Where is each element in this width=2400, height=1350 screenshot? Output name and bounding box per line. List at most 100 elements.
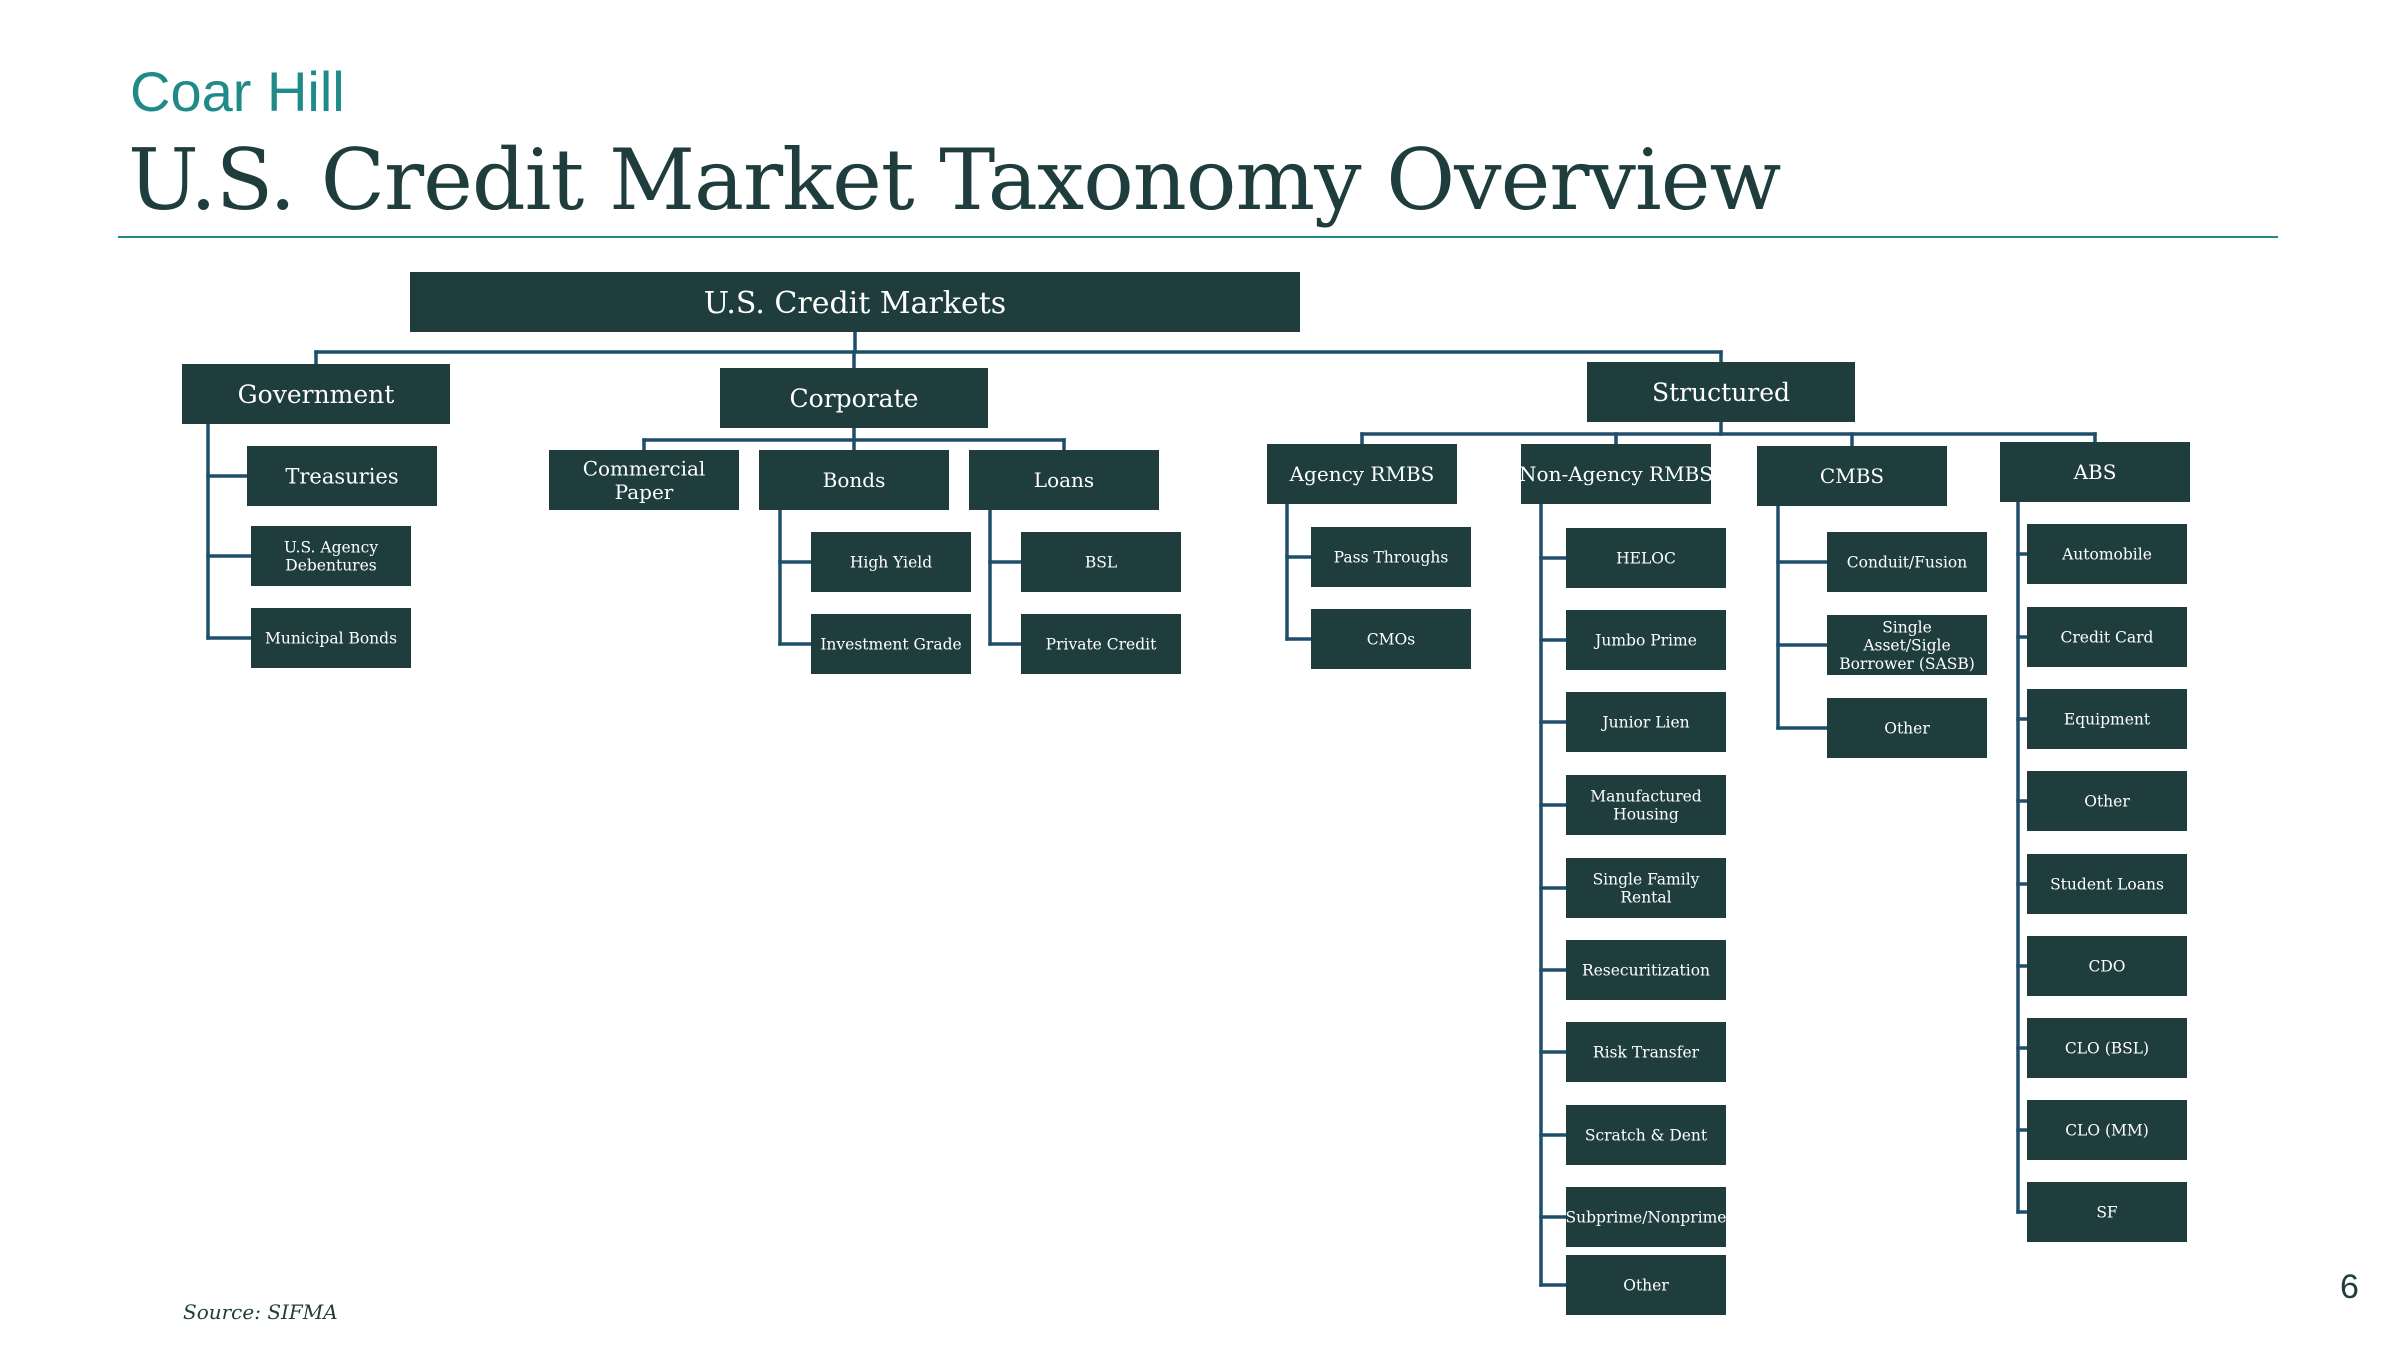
node-label: U.S. Credit Markets: [704, 286, 1006, 321]
node-risk-transfer: Risk Transfer: [1566, 1022, 1726, 1082]
node-label: High Yield: [850, 554, 932, 572]
node-label: Loans: [1034, 468, 1094, 492]
node-label: Pass Throughs: [1334, 549, 1449, 567]
node-label: CLO (BSL): [2065, 1040, 2149, 1058]
node-box: [1566, 775, 1726, 835]
node-box: [182, 364, 450, 424]
title-divider: [118, 236, 2278, 238]
node-investment-grade: Investment Grade: [811, 614, 971, 674]
node-label: CMOs: [1367, 631, 1415, 649]
connector-lines: [206, 330, 2097, 1287]
node-box: [811, 614, 971, 674]
node-label: Government: [238, 380, 395, 409]
page-title: U.S. Credit Market Taxonomy Overview: [128, 131, 1781, 229]
node-box: [811, 532, 971, 592]
node-root: U.S. Credit Markets: [410, 272, 1300, 332]
node-box: [251, 608, 411, 668]
node-box: [1566, 1105, 1726, 1165]
node-resecuritization: Resecuritization: [1566, 940, 1726, 1000]
node-box: [1566, 940, 1726, 1000]
node-label: Private Credit: [1046, 636, 1157, 654]
node-heloc: HELOC: [1566, 528, 1726, 588]
node-label: Student Loans: [2050, 876, 2164, 894]
node-label: Treasuries: [285, 465, 398, 489]
node-label: CLO (MM): [2065, 1122, 2149, 1140]
node-label: Conduit/Fusion: [1847, 554, 1967, 572]
node-cdo: CDO: [2027, 936, 2187, 996]
node-box: [2027, 771, 2187, 831]
node-cmos: CMOs: [1311, 609, 1471, 669]
node-box: [2000, 442, 2190, 502]
node-box: [251, 526, 411, 586]
node-box: [2027, 1182, 2187, 1242]
node-label: Bonds: [823, 468, 886, 492]
node-box: [2027, 689, 2187, 749]
node-subprime-nonprime: Subprime/Nonprime: [1566, 1187, 1726, 1247]
node-box: [1566, 528, 1726, 588]
node-sf: SF: [2027, 1182, 2187, 1242]
node-other: Other: [2027, 771, 2187, 831]
node-box: [1311, 609, 1471, 669]
node-label: Agency RMBS: [1289, 462, 1435, 486]
node-bonds: Bonds: [759, 450, 949, 510]
node-other: Other: [1566, 1255, 1726, 1315]
node-non-agency-rmbs: Non-Agency RMBS: [1519, 444, 1713, 504]
node-label: Automobile: [2061, 546, 2152, 564]
node-jumbo-prime: Jumbo Prime: [1566, 610, 1726, 670]
node-box: [1521, 444, 1711, 504]
node-equipment: Equipment: [2027, 689, 2187, 749]
node-high-yield: High Yield: [811, 532, 971, 592]
node-box: [1566, 1187, 1726, 1247]
node-label: Municipal Bonds: [265, 630, 397, 648]
node-pass-throughs: Pass Throughs: [1311, 527, 1471, 587]
node-label: Equipment: [2064, 711, 2151, 729]
node-private-credit: Private Credit: [1021, 614, 1181, 674]
node-box: [1566, 1022, 1726, 1082]
node-box: [1267, 444, 1457, 504]
node-label: ABS: [2073, 460, 2117, 484]
node-automobile: Automobile: [2027, 524, 2187, 584]
node-box: [549, 450, 739, 510]
node-box: [1021, 614, 1181, 674]
page-number: 6: [2340, 1268, 2359, 1306]
node-student-loans: Student Loans: [2027, 854, 2187, 914]
node-label: Junior Lien: [1600, 714, 1689, 732]
node-government: Government: [182, 364, 450, 424]
node-label: Credit Card: [2061, 629, 2154, 647]
node-box: [1566, 692, 1726, 752]
node-loans: Loans: [969, 450, 1159, 510]
node-label: Resecuritization: [1582, 962, 1710, 980]
node-abs: ABS: [2000, 442, 2190, 502]
node-label: Jumbo Prime: [1593, 632, 1697, 650]
node-clo-bsl: CLO (BSL): [2027, 1018, 2187, 1078]
node-label: HELOC: [1616, 550, 1676, 568]
node-label: Other: [1884, 720, 1930, 738]
node-box: [2027, 854, 2187, 914]
node-box: [1757, 446, 1947, 506]
node-box: [1587, 362, 1855, 422]
node-other: Other: [1827, 698, 1987, 758]
node-box: [1827, 615, 1987, 675]
node-label: Structured: [1652, 378, 1790, 407]
node-bsl: BSL: [1021, 532, 1181, 592]
node-box: [1566, 610, 1726, 670]
node-box: [1311, 527, 1471, 587]
node-clo-mm: CLO (MM): [2027, 1100, 2187, 1160]
source-note: Source: SIFMA: [183, 1300, 338, 1324]
node-conduit-fusion: Conduit/Fusion: [1827, 532, 1987, 592]
node-label: Corporate: [790, 384, 919, 413]
node-box: [1566, 1255, 1726, 1315]
node-label: CMBS: [1820, 464, 1884, 488]
node-label: Investment Grade: [820, 636, 961, 654]
node-label: Other: [2084, 793, 2130, 811]
